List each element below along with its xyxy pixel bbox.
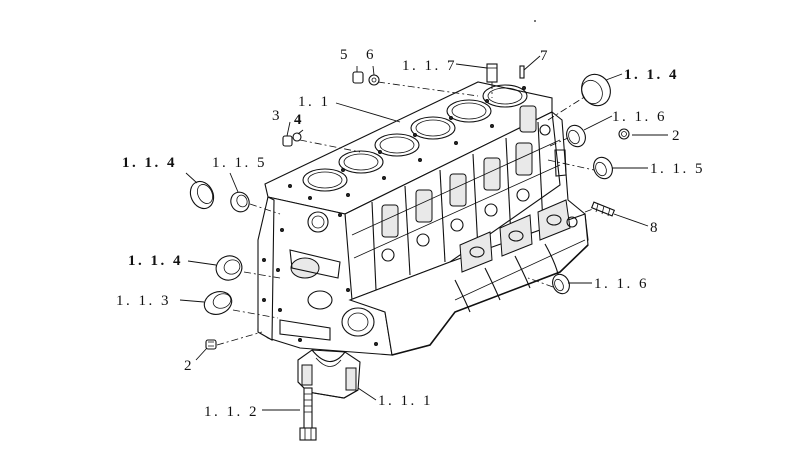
cylinder-bore-3 <box>374 133 420 157</box>
expansion-plug-left <box>189 180 215 210</box>
part-3-4 <box>282 132 302 147</box>
callout-1-1: 1. 1 <box>298 94 331 110</box>
part-5-6 <box>352 71 380 86</box>
cup-plug-right <box>593 156 613 180</box>
callout-8: 8 <box>650 220 660 236</box>
bushing <box>203 291 233 315</box>
deck-bolt-holes <box>287 86 531 200</box>
expansion-plug-top <box>581 73 611 107</box>
callout-2-left: 2 <box>184 358 194 374</box>
callout-1-1-6-bottom: 1. 1. 6 <box>594 276 649 292</box>
cylinder-bores <box>302 84 528 192</box>
cylinder-bore-2 <box>338 150 384 174</box>
speck <box>534 20 536 22</box>
callout-4: 4 <box>294 112 304 128</box>
cup-plug-left <box>230 191 250 213</box>
callout-1-1-1: 1. 1. 1 <box>378 393 433 409</box>
side-ribs <box>351 121 561 291</box>
expansion-plug-mid <box>215 255 243 281</box>
front-face-details <box>261 211 378 346</box>
callout-1-1-7: 1. 1. 7 <box>402 58 457 74</box>
callout-1-1-2: 1. 1. 2 <box>204 404 259 420</box>
callout-5: 5 <box>340 47 350 63</box>
small-pin <box>519 65 525 79</box>
cylinder-bore-5 <box>446 99 492 123</box>
seal-ring-upper <box>566 124 586 148</box>
pan-rail-edge <box>391 244 589 356</box>
callout-1-1-3: 1. 1. 3 <box>116 293 171 309</box>
callout-1-1-4-top: 1. 1. 4 <box>624 67 679 83</box>
callout-6: 6 <box>366 47 376 63</box>
callout-1-1-6-top: 1. 1. 6 <box>612 109 667 125</box>
crankcase-webs <box>454 199 586 313</box>
leader-lines <box>179 55 668 411</box>
callout-2-right: 2 <box>672 128 682 144</box>
callout-1-1-5-right: 1. 1. 5 <box>650 161 705 177</box>
block-front-flange <box>257 196 275 341</box>
dowel-pin <box>486 63 498 83</box>
callout-1-1-4-mid: 1. 1. 4 <box>128 253 183 269</box>
cylinder-bore-1 <box>302 168 348 192</box>
cylinder-bore-4 <box>410 116 456 140</box>
callout-labels: 5 6 1. 1. 7 7 1. 1. 4 1. 1 3 4 1. 1. 6 2… <box>116 47 705 420</box>
callout-1-1-5-left: 1. 1. 5 <box>212 155 267 171</box>
callout-3: 3 <box>272 108 282 124</box>
callout-7: 7 <box>540 48 550 64</box>
callout-1-1-4-left: 1. 1. 4 <box>122 155 177 171</box>
rear-face-details <box>519 105 578 228</box>
main-bearing-bolt <box>299 387 317 441</box>
stud-bolt <box>590 201 616 217</box>
main-bearing-cap <box>297 349 361 399</box>
cylinder-bore-6 <box>482 84 528 108</box>
seal-ring-lower <box>552 273 570 295</box>
assembly-axis-lines <box>216 81 595 346</box>
plug-right <box>618 128 630 140</box>
engine-block <box>257 81 589 356</box>
plug-left <box>205 339 217 350</box>
